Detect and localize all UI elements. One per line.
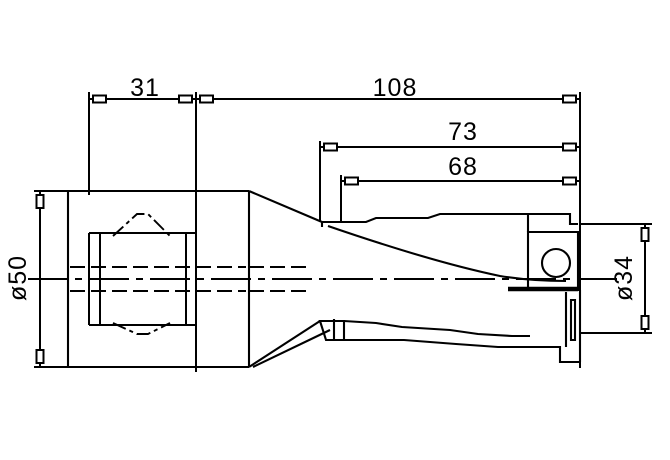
flange-slot-detail xyxy=(88,232,197,326)
dim-label-73: 73 xyxy=(448,118,478,146)
lower-flute-land-bottom xyxy=(344,338,545,349)
upper-flute-profile xyxy=(248,190,567,283)
tick-68-left xyxy=(344,176,359,186)
coolant-cone-bottom xyxy=(112,322,171,335)
tip-narrow-slot xyxy=(569,298,577,342)
lower-taper-edge xyxy=(248,320,321,368)
dim-label-68: 68 xyxy=(448,153,478,181)
lower-flute-land-top xyxy=(343,319,530,338)
lower-flute-margin-block xyxy=(318,319,346,342)
insert-pocket-upper xyxy=(508,212,580,292)
dimension-texts: 31 108 73 68 ø50 ø34 xyxy=(4,74,638,301)
tick-31-right xyxy=(178,94,193,104)
coolant-bore-hidden-lines xyxy=(70,266,310,292)
tick-d34-bottom xyxy=(640,315,650,330)
tick-108-right xyxy=(562,94,577,104)
tick-31-left xyxy=(92,94,107,104)
coolant-cone-top xyxy=(112,213,171,237)
insert-clamp-screw-circle xyxy=(540,247,572,279)
tip-detail-lower xyxy=(564,290,582,362)
lower-flute-profile xyxy=(248,319,580,368)
lower-taper-edge-2 xyxy=(252,329,331,368)
dim-label-d34: ø34 xyxy=(610,255,638,301)
coolant-cone-break-lines xyxy=(112,213,171,335)
upper-taper-edge xyxy=(248,190,323,223)
upper-flute-land-top xyxy=(322,212,528,224)
tick-d50-top xyxy=(35,194,45,209)
tick-73-left xyxy=(323,142,338,152)
dim-label-108: 108 xyxy=(373,74,418,102)
dim-label-d50: ø50 xyxy=(4,255,32,301)
tick-d50-bottom xyxy=(35,349,45,364)
tick-108-left xyxy=(199,94,214,104)
tick-d34-top xyxy=(640,227,650,242)
tick-68-right xyxy=(562,176,577,186)
dimension-lines xyxy=(39,98,646,367)
tick-73-right xyxy=(562,142,577,152)
dimension-arrow-ticks xyxy=(35,94,650,364)
insert-pocket-shelf xyxy=(528,212,578,226)
dim-label-31: 31 xyxy=(130,74,160,102)
upper-flute-helix-curve xyxy=(327,225,567,283)
lower-body-tip-shoulder xyxy=(530,345,580,364)
